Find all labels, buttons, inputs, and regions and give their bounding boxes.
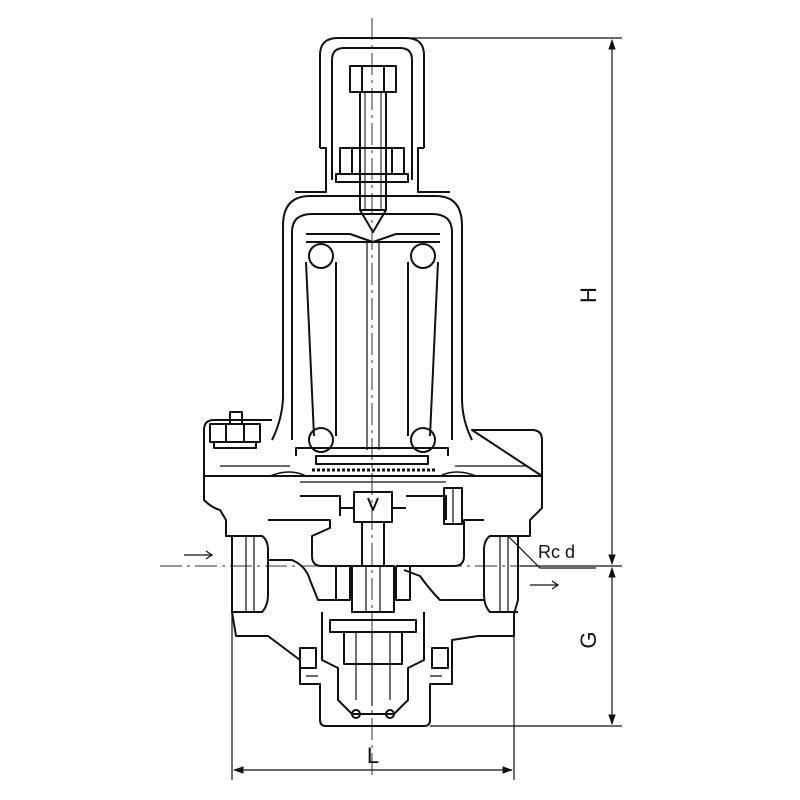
centerlines: [160, 18, 600, 775]
spring-coil: [308, 427, 334, 453]
adjusting-screw: [359, 91, 387, 211]
valve-stem-guide: [353, 491, 393, 523]
bonnet-flange: [203, 419, 543, 477]
label-length: L: [367, 743, 379, 768]
label-connection: Rc d: [538, 542, 575, 562]
lower-plug: [321, 612, 425, 715]
spring-coil: [410, 427, 436, 453]
spring-seat-lower: [295, 447, 449, 456]
main-body: [203, 476, 543, 727]
top-nut: [349, 65, 397, 93]
cap-shoulder-left: [295, 147, 327, 193]
bonnet-outer: [271, 195, 473, 441]
flow-markers: [184, 550, 560, 590]
valve-body: [203, 37, 543, 727]
flange-bolt: [209, 423, 261, 443]
spring-plate-top: [306, 233, 440, 243]
top-cap-inner: [331, 47, 413, 148]
cap-shoulder-right: [417, 147, 450, 193]
spring-coil: [410, 243, 436, 269]
inner-chamber: [268, 519, 484, 567]
spring-coil: [308, 243, 334, 269]
label-gap: G: [576, 631, 601, 648]
rc-leader: [507, 535, 596, 569]
bonnet-inner: [291, 213, 453, 440]
diaphragm: [269, 471, 477, 477]
dimensions: [231, 37, 622, 780]
label-height: H: [576, 287, 601, 303]
outlet-port: [483, 535, 518, 613]
top-cap-outer: [319, 37, 425, 148]
inlet-port: [232, 535, 269, 613]
valve-seat: [335, 566, 411, 601]
